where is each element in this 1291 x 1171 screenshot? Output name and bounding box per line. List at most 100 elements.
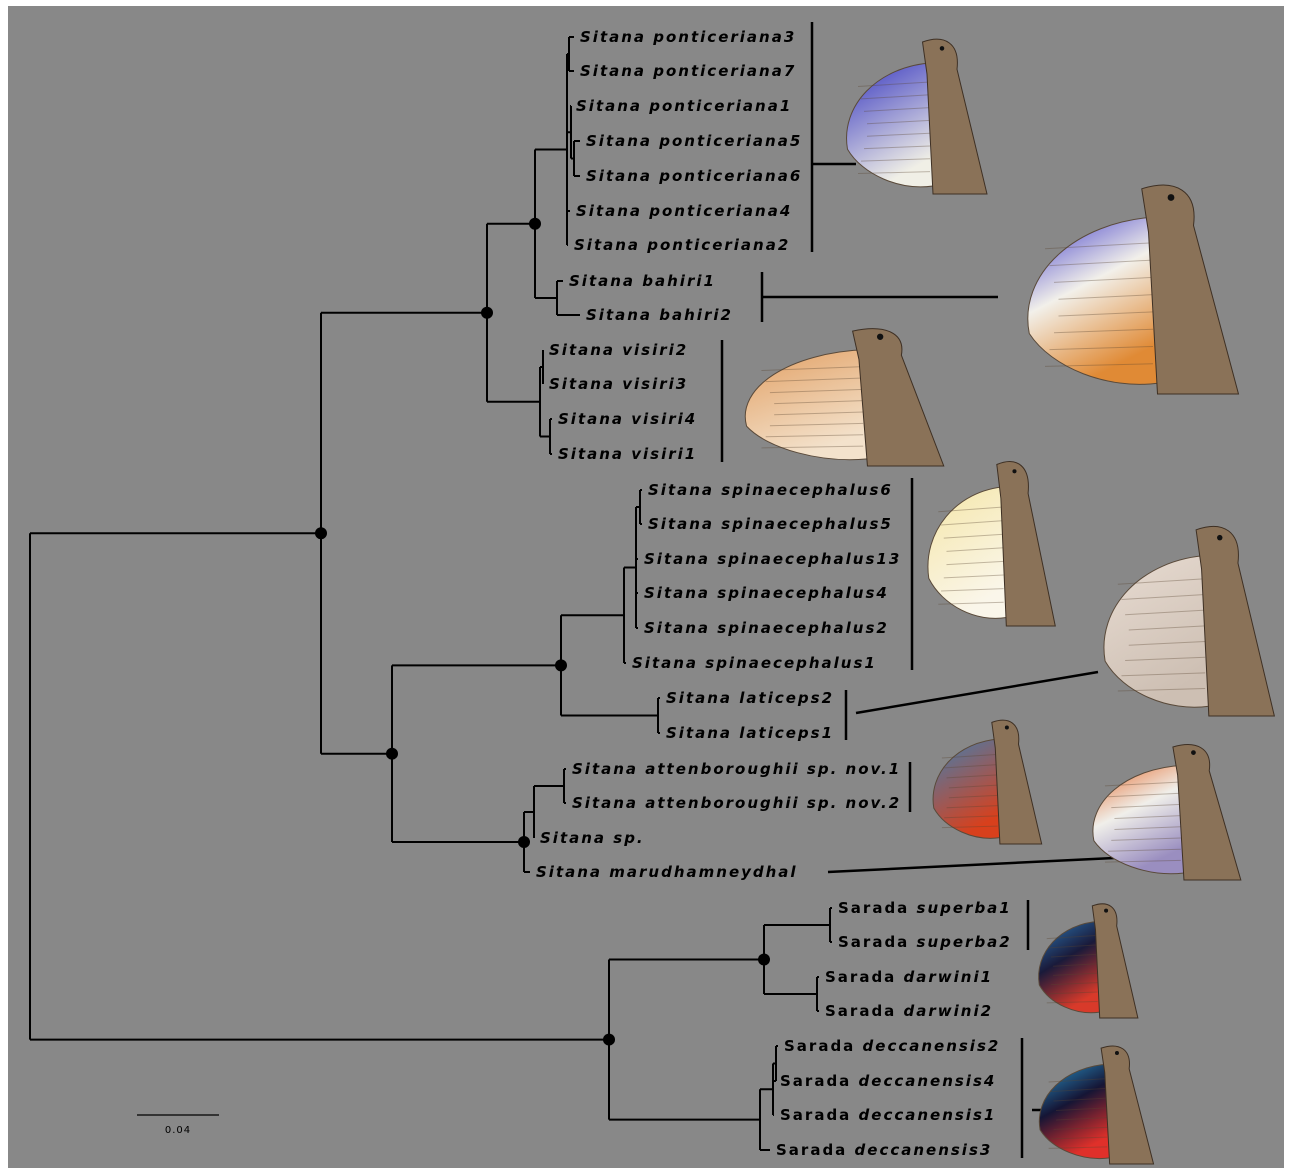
lizard-body-visiri [853,329,944,466]
tip-label: Sitana laticeps1 [666,724,834,742]
tip-epithet: visiri1 [631,445,697,463]
tip-epithet: ponticeriana6 [658,167,802,185]
tip-label: Sitana spinaecephalus5 [648,515,893,533]
tip-genus: Sarada [784,1037,863,1055]
tip-epithet: sp. [613,829,644,847]
tip-epithet: deccanensis4 [859,1072,997,1090]
node-support-dot [529,218,541,230]
tip-genus: Sitana [536,863,609,881]
tip-epithet: deccanensis2 [863,1037,1001,1055]
tip-epithet: superba2 [917,933,1012,951]
tip-genus: Sitana [648,515,721,533]
tip-genus: Sitana [540,829,613,847]
tip-genus: Sitana [558,410,631,428]
tip-epithet: laticeps1 [739,724,834,742]
tip-genus: Sitana [572,760,645,778]
tip-genus: Sitana [549,341,622,359]
tip-label: Sitana spinaecephalus6 [648,481,893,499]
tip-epithet: ponticeriana7 [652,62,796,80]
dewlap-fan-superba [1039,921,1100,1012]
tip-genus: Sitana [574,236,647,254]
tip-epithet: ponticeriana1 [648,97,792,115]
tip-label: Sitana attenboroughii sp. nov.1 [572,760,901,778]
tip-epithet: superba1 [917,899,1012,917]
lizard-eye [1104,909,1108,913]
tip-genus: Sitana [586,167,659,185]
tip-genus: Sitana [558,445,631,463]
dewlap-fan-laticeps [1104,555,1209,707]
tip-genus: Sitana [632,654,705,672]
tip-label: Sarada deccanensis2 [784,1037,1000,1055]
tip-label: Sitana visiri1 [558,445,697,463]
tip-label: Sarada darwini2 [825,1002,993,1020]
tip-label: Sitana spinaecephalus13 [644,550,901,568]
tip-genus: Sitana [644,619,717,637]
tip-genus: Sitana [569,272,642,290]
tip-genus: Sitana [644,550,717,568]
tip-epithet: attenboroughii sp. nov.2 [645,794,901,812]
dewlap-fan-ponticeriana [847,63,933,187]
dewlap-fan-bahiri [1028,217,1158,384]
clade-connector-marudhamneydhal [828,858,1114,872]
tip-label: Sitana ponticeriana7 [580,62,796,80]
tip-epithet: visiri2 [622,341,688,359]
lizard-eye [1012,469,1016,473]
tip-epithet: attenboroughii sp. nov.1 [645,760,901,778]
tip-epithet: ponticeriana4 [648,202,792,220]
tip-label: Sitana spinaecephalus2 [644,619,889,637]
tip-epithet: ponticeriana5 [658,132,802,150]
lizard-eye [1168,194,1175,201]
tip-genus: Sitana [666,689,739,707]
tip-genus: Sarada [825,968,904,986]
tip-label: Sitana visiri4 [558,410,697,428]
tip-genus: Sitana [586,132,659,150]
tip-epithet: spinaecephalus4 [717,584,889,602]
node-support-dot [758,954,770,966]
tip-epithet: ponticeriana3 [652,28,796,46]
tip-epithet: spinaecephalus5 [721,515,893,533]
tip-label: Sitana ponticeriana2 [574,236,790,254]
node-support-dot [603,1034,615,1046]
lizard-eye [1005,726,1009,730]
tip-genus: Sarada [838,899,917,917]
lizard-body-marudhamneydhal [1173,745,1241,880]
tip-epithet: bahiri1 [642,272,716,290]
tip-label: Sarada superba1 [838,899,1012,917]
node-support-dot [386,748,398,760]
lizard-eye [1115,1051,1119,1055]
tip-epithet: spinaecephalus6 [721,481,893,499]
tip-genus: Sarada [780,1106,859,1124]
tip-genus: Sitana [576,97,649,115]
tip-epithet: visiri3 [622,375,688,393]
tip-genus: Sitana [576,202,649,220]
tip-epithet: deccanensis3 [855,1141,993,1159]
lizard-eye [940,46,945,51]
tip-epithet: bahiri2 [659,306,733,324]
tip-genus: Sitana [586,306,659,324]
tip-label: Sitana ponticeriana4 [576,202,792,220]
tip-label: Sarada darwini1 [825,968,993,986]
tip-epithet: spinaecephalus2 [717,619,889,637]
tip-label: Sitana bahiri2 [586,306,733,324]
dewlap-fan-visiri [745,350,867,460]
dewlap-fan-spinaecephalus [928,487,1006,619]
tip-epithet: darwini2 [904,1002,994,1020]
tip-label: Sitana sp. [540,829,645,847]
node-support-dot [518,836,530,848]
tip-genus: Sarada [825,1002,904,1020]
tip-epithet: ponticeriana2 [646,236,790,254]
tip-genus: Sarada [780,1072,859,1090]
tip-genus: Sitana [549,375,622,393]
tip-epithet: visiri4 [631,410,697,428]
tip-genus: Sitana [666,724,739,742]
tip-genus: Sitana [644,584,717,602]
tip-genus: Sitana [572,794,645,812]
lizard-body-spinaecephalus [997,462,1055,626]
tip-label: Sarada deccanensis1 [780,1106,996,1124]
clade-connector-laticeps [856,672,1098,713]
lizard-eye [1191,750,1196,755]
tip-epithet: spinaecephalus13 [717,550,901,568]
lizard-body-superba [1092,904,1138,1018]
tip-label: Sitana attenboroughii sp. nov.2 [572,794,901,812]
